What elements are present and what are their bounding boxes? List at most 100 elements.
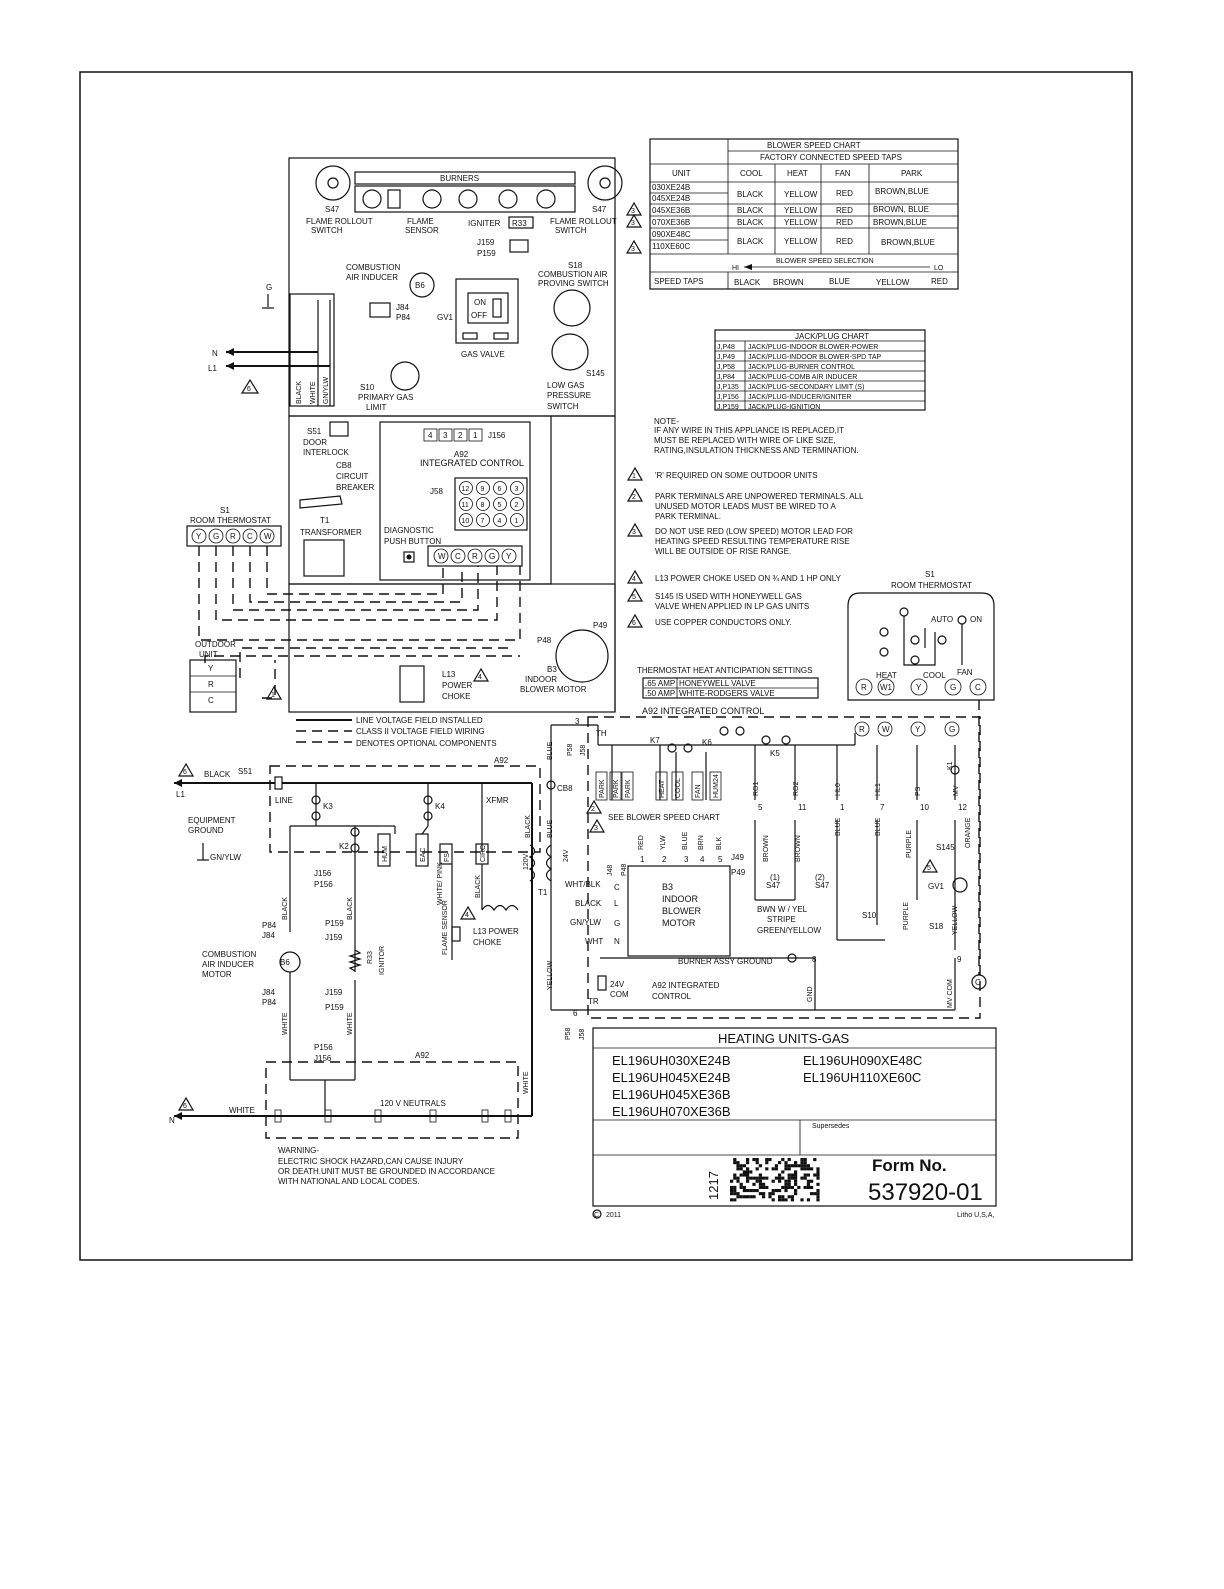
line-voltage-schematic: 6 BLACK S51 A92 L1 LINE XFMR K3 K4 K2 HU… [169,725,573,1186]
svg-text:EL196UH045XE24B: EL196UH045XE24B [612,1070,731,1085]
blower-speed-chart: BLOWER SPEED CHART FACTORY CONNECTED SPE… [649,138,959,290]
footnote-ref-4a: 4 [478,674,482,681]
svg-text:ELECTRIC SHOCK HAZARD,CAN CAUS: ELECTRIC SHOCK HAZARD,CAN CAUSE INJURY [278,1157,464,1166]
svg-text:WHT/BLK: WHT/BLK [565,880,601,889]
svg-text:120 V NEUTRALS: 120 V NEUTRALS [380,1099,446,1108]
svg-text:K6: K6 [702,738,712,747]
control-terminal[interactable] [910,721,926,737]
b3-2: INDOOR [525,675,557,684]
svg-text:RED: RED [931,277,948,286]
svg-text:K2: K2 [339,842,349,851]
svg-text:4: 4 [465,912,469,919]
svg-text:S145: S145 [936,843,955,852]
svg-text:RED: RED [836,237,853,246]
control-terminal-label: R [859,725,865,734]
integrated-control-schematic: A92 INTEGRATED CONTROL 3 TH P58 J58 K7 K… [551,700,987,1040]
thermostat-right-terminal[interactable] [877,678,895,696]
svg-text:BLACK: BLACK [204,770,231,779]
output-label: HL1 [875,783,882,796]
svg-text:TH: TH [596,729,607,738]
svg-text:J156: J156 [314,869,332,878]
svg-text:THERMOSTAT HEAT ANTICIPATION S: THERMOSTAT HEAT ANTICIPATION SETTINGS [637,666,812,675]
footnote-text: UNUSED MOTOR LEADS MUST BE WIRED TO A [655,502,836,511]
thermostat-right-terminal[interactable] [910,678,928,696]
lead-color: BRN [698,835,705,850]
j58-pin [476,481,490,495]
svg-text:1217: 1217 [706,1171,721,1200]
thermostat-terminal[interactable] [191,528,207,544]
svg-text:CHOKE: CHOKE [473,938,501,947]
tap-terminal [595,771,608,801]
b3-1: B3 [547,665,557,674]
svg-text:B3: B3 [662,882,673,892]
thermostat-right-terminal-label: Y [916,683,922,692]
output-label: RO2 [793,782,800,797]
board-terminal[interactable] [484,548,500,564]
outdoor-unit-box [189,659,237,713]
cool-label[interactable]: COOL [923,671,946,680]
thermostat-terminal[interactable] [208,528,224,544]
thermostat-right-terminal[interactable] [969,678,987,696]
motor-pin-g: G [614,919,620,928]
board-terminal[interactable] [467,548,483,564]
thermostat-terminal[interactable] [242,528,258,544]
jack-chart-title: JACK/PLUG CHART [795,332,869,341]
svg-text:BLUE: BLUE [829,277,850,286]
svg-text:BLACK: BLACK [525,815,532,838]
output-pin: 7 [880,803,885,812]
control-terminal[interactable] [944,721,960,737]
control-terminal-label: Y [915,725,921,734]
outdoor-1: OUTDOOR [195,640,236,649]
cb8-3: BREAKER [336,483,374,492]
board-terminal[interactable] [501,548,517,564]
control-terminal[interactable] [854,721,870,737]
svg-text:RED: RED [836,206,853,215]
j58-pin-label: 11 [462,502,469,509]
thermostat-right-terminal[interactable] [855,678,873,696]
thermostat-terminal[interactable] [259,528,275,544]
j156-pin-label: 3 [443,431,448,440]
j156-pin-label: 1 [473,431,478,440]
j58-pin-label: 6 [498,486,502,493]
footnote-triangle-icon [626,487,644,502]
j58-pin [510,497,524,511]
board-terminal[interactable] [433,548,449,564]
diagnostic-2: PUSH BUTTON [384,537,441,546]
svg-text:BLACK: BLACK [737,237,764,246]
burner-set [362,189,556,209]
flame-rollout-right-1: FLAME ROLLOUT [550,217,617,226]
svg-text:045XE36B: 045XE36B [652,206,690,215]
thermostat-terminal[interactable] [225,528,241,544]
s1-left-1: S1 [220,506,230,515]
auto-label[interactable]: AUTO [931,615,953,624]
white-wire-label: WHITE [310,381,317,404]
svg-text:Litho U,S,A,: Litho U,S,A, [957,1212,994,1219]
j58-pin [493,481,507,495]
on-label[interactable]: ON [970,615,982,624]
svg-text:K1: K1 [947,761,954,770]
jack-code: J,P159 [717,404,739,411]
svg-text:045XE24B: 045XE24B [652,194,690,203]
thermostat-right-terminal[interactable] [944,678,962,696]
pressure-switch-s18-icon [553,289,591,327]
s47-left: S47 [325,205,340,214]
svg-text:3: 3 [594,825,598,832]
j156-pin-label: 4 [428,431,433,440]
svg-text:K3: K3 [323,802,333,811]
svg-text:6: 6 [183,769,187,776]
board-terminal[interactable] [450,548,466,564]
svg-text:HUM: HUM [382,846,389,862]
j58-pin [493,513,507,527]
svg-text:LINE VOLTAGE FIELD INSTALLED: LINE VOLTAGE FIELD INSTALLED [356,716,483,725]
heat-label[interactable]: HEAT [876,671,897,680]
power-choke-box [399,665,425,703]
svg-text:DENOTES OPTIONAL COMPONENTS: DENOTES OPTIONAL COMPONENTS [356,739,497,748]
svg-text:CLASS II VOLTAGE FIELD WIRING: CLASS II VOLTAGE FIELD WIRING [356,727,485,736]
fan-label[interactable]: FAN [957,668,973,677]
diagnostic-button[interactable] [403,551,415,563]
control-terminal-label: W [882,725,890,734]
svg-text:9: 9 [957,955,962,964]
svg-text:24V: 24V [610,980,625,989]
control-terminal[interactable] [877,721,893,737]
inducer-label-1: COMBUSTION [346,263,400,272]
